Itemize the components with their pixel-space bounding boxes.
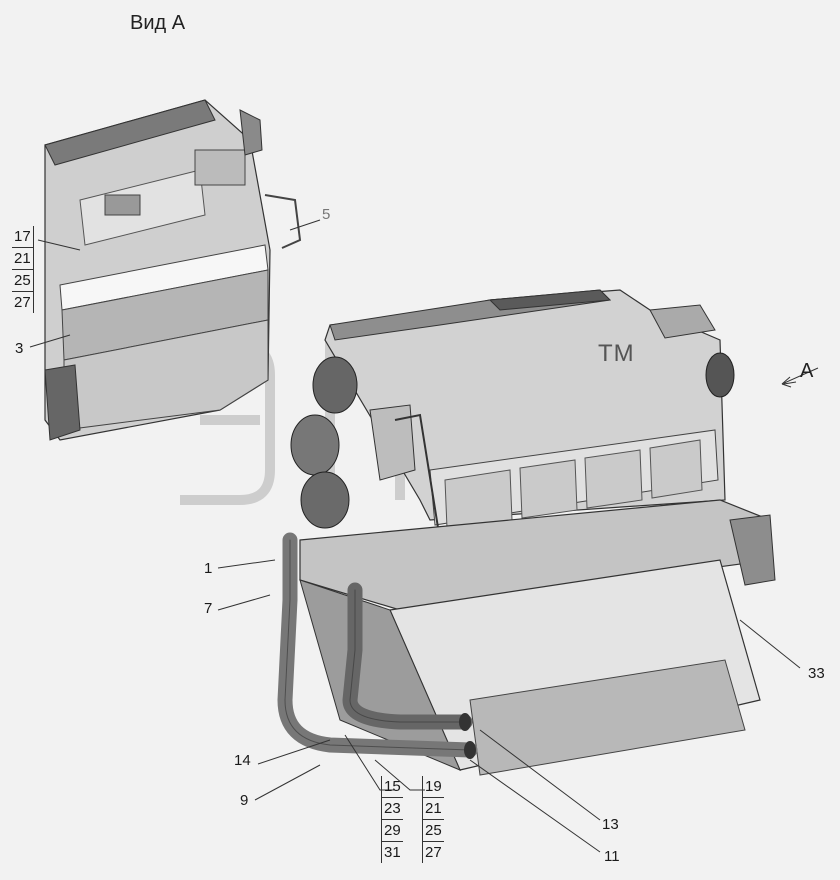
stack-item: 31 [381, 841, 403, 863]
leader-lines [29, 219, 819, 853]
stack-item: 15 [381, 776, 403, 797]
view-title: Вид А [130, 12, 186, 34]
callout-14: 14 [234, 752, 251, 769]
stack-item: 27 [422, 841, 444, 863]
stack-item: 25 [12, 269, 34, 291]
trademark-mark: TM [598, 340, 635, 367]
callout-stack-17: 17 21 25 27 [12, 226, 34, 313]
callout-5: 5 [322, 206, 331, 223]
stack-item: 19 [422, 776, 444, 797]
stack-item: 21 [422, 797, 444, 819]
callout-stack-19: 19 21 25 27 [422, 776, 444, 863]
callout-3: 3 [15, 340, 24, 357]
callout-13: 13 [602, 816, 619, 833]
callout-stack-15: 15 23 29 31 [381, 776, 403, 863]
callout-33: 33 [808, 665, 825, 682]
lower-duct [299, 499, 776, 776]
callout-9: 9 [240, 792, 249, 809]
stack-item: 29 [381, 819, 403, 841]
callout-1: 1 [204, 560, 213, 577]
main-heater-unit [290, 289, 735, 541]
callout-7: 7 [204, 600, 213, 617]
stack-item: 25 [422, 819, 444, 841]
stack-item: 27 [12, 291, 34, 313]
view-arrow-label: A [800, 360, 814, 382]
stack-item: 17 [12, 226, 34, 247]
stack-item: 23 [381, 797, 403, 819]
stack-item: 21 [12, 247, 34, 269]
callout-11: 11 [604, 848, 620, 865]
inset-view-a [44, 99, 302, 441]
pipes [277, 532, 478, 759]
